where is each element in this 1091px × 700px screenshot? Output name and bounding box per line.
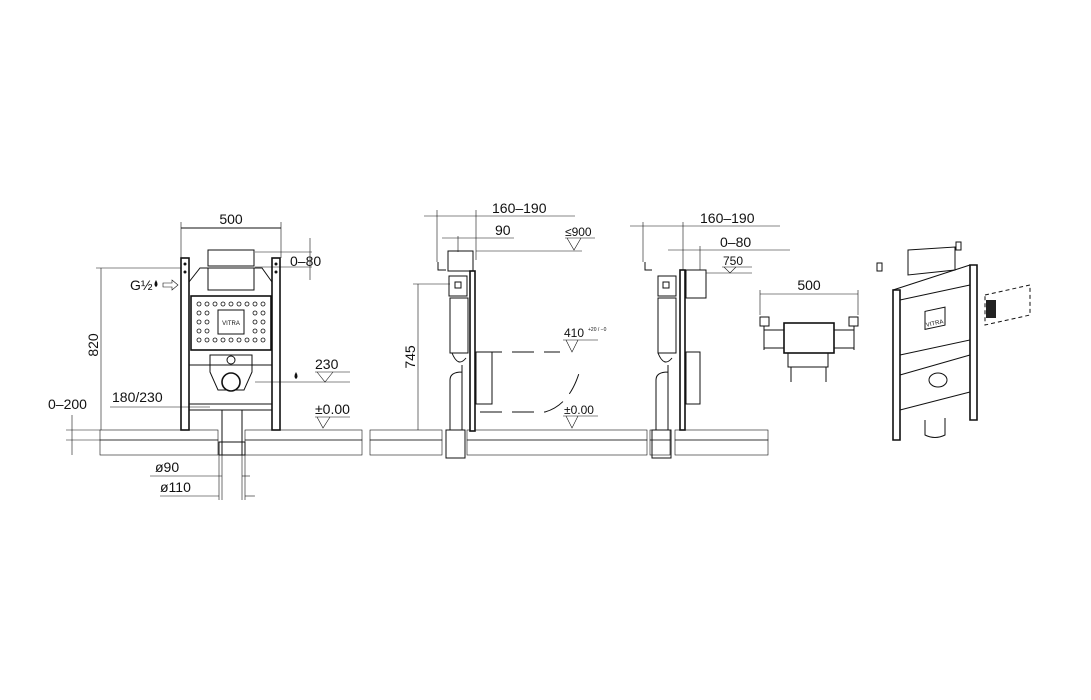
dim-height-1: 745 [402,345,418,369]
dim-front-height: 820 [85,333,101,357]
dim-offset-1: 90 [495,222,511,238]
bowl-height: 410 [564,326,584,340]
floor-level-1: ±0.00 [564,403,594,417]
vitra-logo: VITRA [222,321,240,327]
iso-optional-box [984,284,1031,326]
floor-level-label: ±0.00 [315,401,350,417]
inlet-arrow-icon [162,279,179,291]
flush-box [207,249,255,267]
cistern-level-1: ≤900 [565,225,592,239]
frame-post [679,269,686,431]
iso-view: VITRA [876,241,1031,441]
top-cistern [783,322,835,354]
dim-pipe-90: ø90 [155,459,179,475]
cistern-level-2: 750 [723,254,743,268]
flush-box [907,246,956,276]
water-drop-icon [154,280,158,287]
bowl-connector [209,354,253,391]
bowl-height-tolerance: +20 / −0 [588,327,607,333]
dim-inlet-height: 230 [315,356,339,372]
front-view: VITRA 500 0–80 G½ 820 230 ±0.00 [48,211,363,500]
iso-pipe [924,418,946,438]
dim-offset-2: 0–80 [720,234,751,250]
dim-pipe-110: ø110 [160,479,191,495]
dim-depth-2: 160–190 [700,210,755,226]
iso-plate [899,284,971,356]
cistern [657,297,677,354]
actuator-plate [190,295,272,351]
waste-outlet [221,372,241,392]
frame-post [469,270,476,432]
water-inlet-label: G½ [130,277,153,293]
flush-box [685,269,707,299]
dim-flush-height: 0–80 [290,253,321,269]
side-view-1: 160–190 90 ≤900 745 410 +20 / −0 ±0.00 [369,200,648,459]
water-drop-icon [294,372,298,379]
plate-dots [196,301,266,343]
frame-post-right [271,257,281,431]
bowl-outline [480,351,581,413]
dim-top-width: 500 [797,277,821,293]
dim-floor-build-up: 0–200 [48,396,87,412]
dim-bolt-spacing: 180/230 [112,389,163,405]
drain-pipe [221,409,243,456]
drain-bend [449,365,463,430]
frame-post-left [180,257,190,431]
flush-box [447,250,474,272]
dim-depth-1: 160–190 [492,200,547,216]
top-view: 500 [759,277,859,382]
side-view-2: 160–190 0–80 750 [630,210,790,459]
cistern [449,297,469,354]
iso-vitra-logo: VITRA [926,319,945,329]
dim-front-width: 500 [219,211,243,227]
